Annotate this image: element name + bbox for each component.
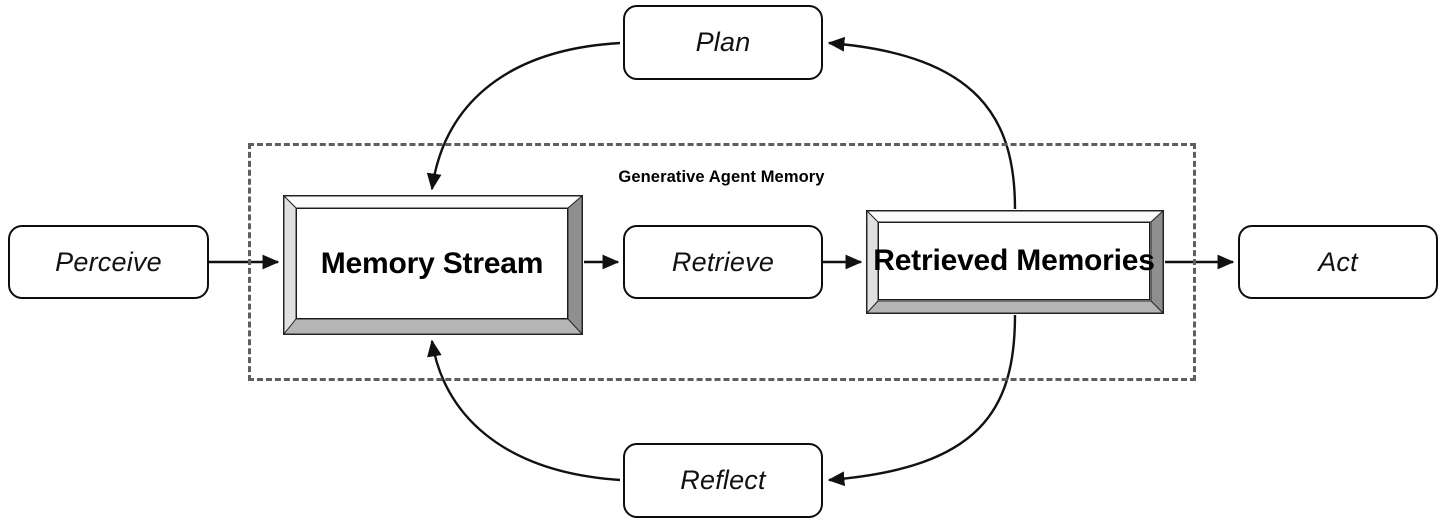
node-retrieved-memories[interactable]: Retrieved Memories [866,210,1164,314]
node-memory-stream[interactable]: Memory Stream [283,195,583,335]
node-reflect-label: Reflect [680,465,766,495]
node-perceive[interactable]: Perceive [8,225,209,299]
node-perceive-label: Perceive [55,246,162,277]
plaque-bevel [283,195,583,335]
node-act-label: Act [1318,246,1358,277]
node-retrieved-memories-label: Retrieved Memories [873,244,1155,277]
plaque-bevel [866,210,1164,314]
node-reflect[interactable]: Reflect [623,443,823,518]
plaque-face: Retrieved Memories [873,222,1155,300]
plaque-face: Memory Stream [296,208,568,319]
node-plan-label: Plan [695,27,751,57]
node-memory-stream-label: Memory Stream [320,246,544,280]
node-retrieve-label: Retrieve [671,246,775,277]
node-plan[interactable]: Plan [623,5,823,80]
node-retrieve[interactable]: Retrieve [623,225,823,299]
node-act[interactable]: Act [1238,225,1438,299]
group-label: Generative Agent Memory [618,168,825,186]
